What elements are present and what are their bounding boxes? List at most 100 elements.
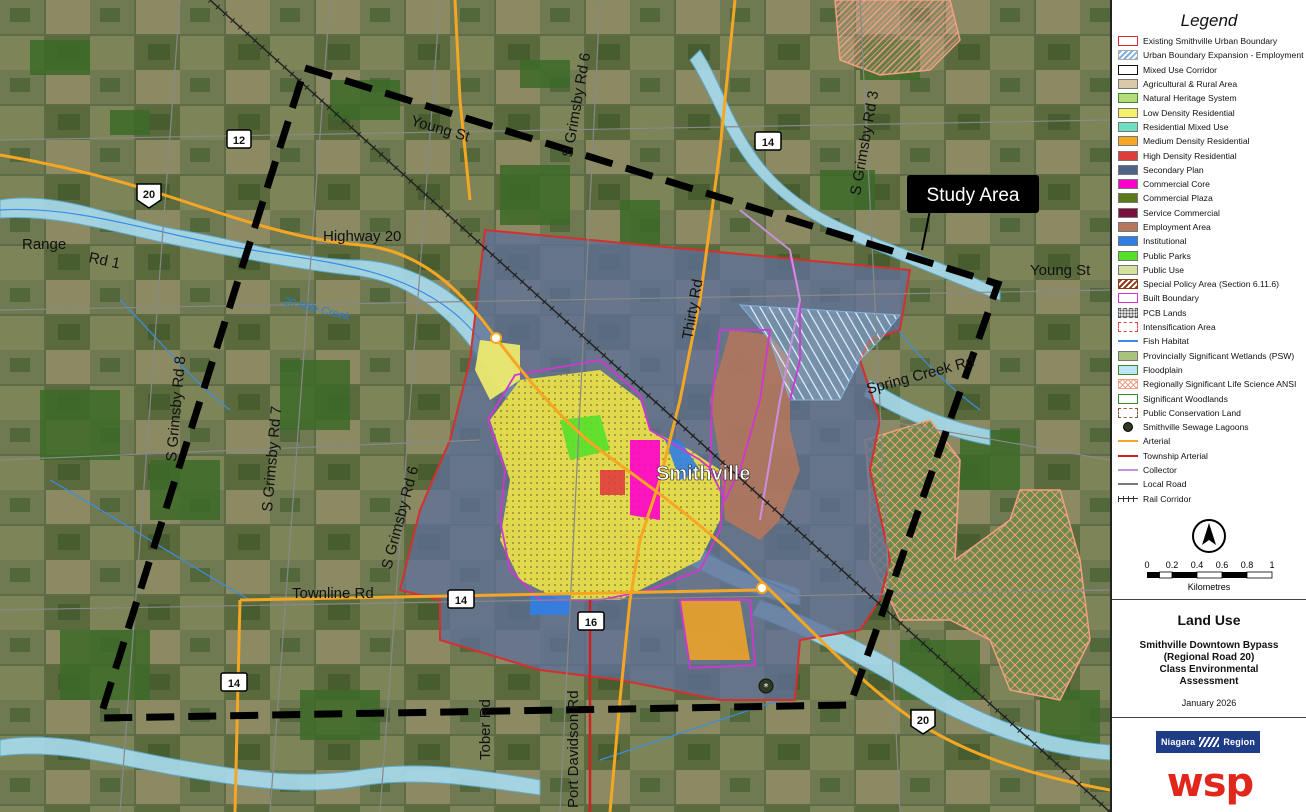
- legend-item: Rail Corridor: [1118, 492, 1304, 506]
- legend-symbol-icon: [1118, 307, 1138, 318]
- legend-symbol-icon: [1118, 236, 1138, 247]
- legend-symbol-icon: [1118, 93, 1138, 104]
- svg-text:14: 14: [228, 678, 241, 690]
- shield-14-north: 14: [754, 131, 782, 151]
- map-svg: * 12 20 14 14: [0, 0, 1110, 812]
- legend-label: Service Commercial: [1143, 207, 1220, 218]
- scale-tick-1: 0.2: [1166, 560, 1179, 570]
- legend-item: Township Arterial: [1118, 449, 1304, 463]
- legend-panel: Legend Existing Smithville Urban Boundar…: [1112, 0, 1306, 600]
- legend-label: Commercial Core: [1143, 179, 1210, 190]
- scale-tick-3: 0.6: [1216, 560, 1229, 570]
- legend-label: Regionally Significant Life Science ANSI: [1143, 379, 1297, 390]
- legend-item: Built Boundary: [1118, 291, 1304, 305]
- legend-item: Public Use: [1118, 263, 1304, 277]
- legend-item: Commercial Core: [1118, 177, 1304, 191]
- legend-item: Collector: [1118, 463, 1304, 477]
- svg-text:12: 12: [233, 135, 245, 147]
- legend-symbol-icon: [1118, 407, 1138, 418]
- title-main: Land Use: [1177, 612, 1241, 628]
- legend-symbol-icon: [1118, 483, 1138, 486]
- legend-label: Existing Smithville Urban Boundary: [1143, 36, 1278, 47]
- legend-label: Medium Density Residential: [1143, 136, 1250, 147]
- legend-item: Significant Woodlands: [1118, 391, 1304, 405]
- legend-label: Employment Area: [1143, 222, 1211, 232]
- svg-text:20: 20: [143, 189, 155, 201]
- legend-label: Township Arterial: [1143, 450, 1208, 461]
- legend-symbol-icon: [1118, 393, 1138, 404]
- high-density-residential: [600, 470, 625, 495]
- legend-label: Significant Woodlands: [1143, 393, 1228, 404]
- legend-item: Employment Area: [1118, 220, 1304, 234]
- north-arrow-icon: [1192, 519, 1226, 553]
- legend-symbol-icon: [1118, 222, 1138, 232]
- niagara-logo-text-a: Niagara: [1160, 737, 1196, 747]
- svg-text:14: 14: [455, 595, 468, 607]
- legend-symbol-icon: [1118, 293, 1138, 304]
- legend-label: Smithville Sewage Lagoons: [1143, 422, 1249, 433]
- rail-corridor: [207, 0, 1110, 812]
- label-highway-20: Highway 20: [323, 228, 401, 245]
- legend-item: Public Parks: [1118, 248, 1304, 262]
- map-canvas[interactable]: * 12 20 14 14: [0, 0, 1110, 812]
- legend-label: Agricultural & Rural Area: [1143, 79, 1238, 90]
- legend-symbol-icon: [1118, 379, 1138, 390]
- legend-label: Public Parks: [1143, 250, 1191, 261]
- arterial-roads: [0, 0, 1110, 812]
- svg-text:*: *: [764, 682, 769, 693]
- project-title-line2: (Regional Road 20): [1163, 652, 1255, 663]
- niagara-region-logo: Niagara Region: [1156, 731, 1260, 753]
- legend-item: Agricultural & Rural Area: [1118, 77, 1304, 91]
- legend-label: Intensification Area: [1143, 322, 1216, 333]
- legend-label: Commercial Plaza: [1143, 193, 1213, 204]
- legend-item: Natural Heritage System: [1118, 91, 1304, 105]
- map-sidebar: Legend Existing Smithville Urban Boundar…: [1110, 0, 1306, 812]
- scale-unit: Kilometres: [1188, 582, 1231, 592]
- niagara-logo-mark-icon: [1199, 737, 1220, 747]
- legend-label: High Density Residential: [1143, 150, 1237, 161]
- ansi-area-north: [834, 0, 961, 76]
- legend-item: Residential Mixed Use: [1118, 120, 1304, 134]
- intersection-dot-northwest: [490, 332, 502, 344]
- legend-item: Medium Density Residential: [1118, 134, 1304, 148]
- title-block: Land Use Smithville Downtown Bypass (Reg…: [1112, 600, 1306, 718]
- legend-label: Residential Mixed Use: [1143, 121, 1229, 132]
- legend-symbol-icon: [1118, 150, 1138, 161]
- scale-bar: 0 0.2 0.4 0.6 0.8 1 Kilometres: [1144, 560, 1274, 592]
- employment-area: [710, 330, 800, 540]
- legend-label: Local Road: [1143, 479, 1187, 490]
- institutional-area-2: [665, 440, 700, 480]
- legend-item: Special Policy Area (Section 6.11.6): [1118, 277, 1304, 291]
- legend-symbol-icon: [1118, 136, 1138, 147]
- legend-symbol-icon: [1118, 495, 1138, 502]
- legend-symbol-icon: [1118, 322, 1138, 333]
- legend-symbol-icon: [1118, 440, 1138, 443]
- svg-text:16: 16: [585, 617, 597, 629]
- legend-item: Smithville Sewage Lagoons: [1118, 420, 1304, 434]
- project-title-line4: Assessment: [1179, 676, 1239, 687]
- legend-symbol-icon: [1118, 79, 1138, 90]
- title-date: January 2026: [1181, 698, 1237, 708]
- collector-road: [739, 209, 802, 521]
- legend-label: Floodplain: [1143, 364, 1183, 375]
- legend-label: Rail Corridor: [1143, 493, 1192, 504]
- legend-symbol-icon: [1118, 193, 1138, 204]
- sewage-lagoon-icon: *: [758, 678, 774, 694]
- shield-20-east: 20: [910, 709, 936, 735]
- legend-item: Arterial: [1118, 434, 1304, 448]
- legend-label: Fish Habitat: [1143, 336, 1189, 347]
- legend-label: Low Density Residential: [1143, 107, 1235, 118]
- legend-item: Secondary Plan: [1118, 163, 1304, 177]
- label-port-davidson-rd: Port Davidson Rd: [565, 690, 582, 808]
- legend-symbol-icon: [1118, 36, 1138, 47]
- legend-symbol-icon: [1118, 64, 1138, 75]
- legend-symbol-icon: [1118, 279, 1138, 290]
- legend-item: Provincially Significant Wetlands (PSW): [1118, 349, 1304, 363]
- shield-20-west: 20: [136, 183, 162, 209]
- legend-label: Mixed Use Corridor: [1143, 64, 1218, 75]
- wsp-logo: wsp: [1166, 760, 1254, 806]
- legend-item: PCB Lands: [1118, 306, 1304, 320]
- legend-item: Existing Smithville Urban Boundary: [1118, 34, 1304, 48]
- legend-symbol-icon: [1118, 364, 1138, 375]
